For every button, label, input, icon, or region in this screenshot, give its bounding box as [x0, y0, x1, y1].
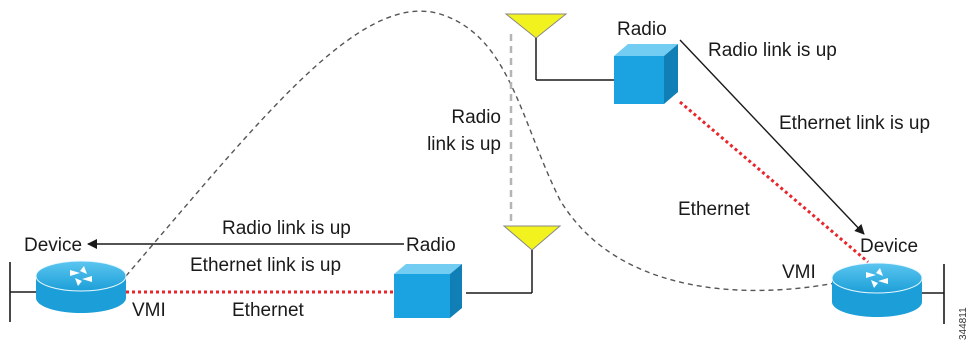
radio-link-mid-label-line1: Radio [451, 107, 501, 128]
antenna-icon [466, 225, 562, 294]
radio-link-up-top-label: Radio link is up [708, 40, 837, 61]
dashed-curve [119, 10, 851, 292]
vmi-left-label: VMI [132, 300, 166, 321]
ethernet-link-up-right-label: Ethernet link is up [779, 113, 930, 134]
router-icon [831, 262, 945, 324]
radio-link-mid-label-line2: link is up [427, 134, 501, 155]
router-icon [9, 260, 127, 322]
radio-box-icon [614, 44, 678, 104]
arrow-to-right-device [679, 39, 865, 235]
radio-box-icon [394, 264, 462, 318]
ethernet-link-right [679, 100, 869, 264]
ethernet-right-label: Ethernet [678, 199, 751, 220]
radio-link-up-left-label: Radio link is up [222, 218, 351, 239]
ethernet-link-up-left-label: Ethernet link is up [190, 255, 341, 276]
device-left-label: Device [24, 235, 82, 256]
vmi-right-label: VMI [782, 262, 816, 283]
antenna-icon [504, 13, 616, 81]
radio-bottom-label: Radio [406, 235, 456, 256]
ethernet-left-label: Ethernet [232, 300, 305, 321]
radio-top-label: Radio [617, 19, 667, 40]
figure-id-label: 344811 [958, 307, 969, 340]
device-right-label: Device [860, 236, 918, 257]
